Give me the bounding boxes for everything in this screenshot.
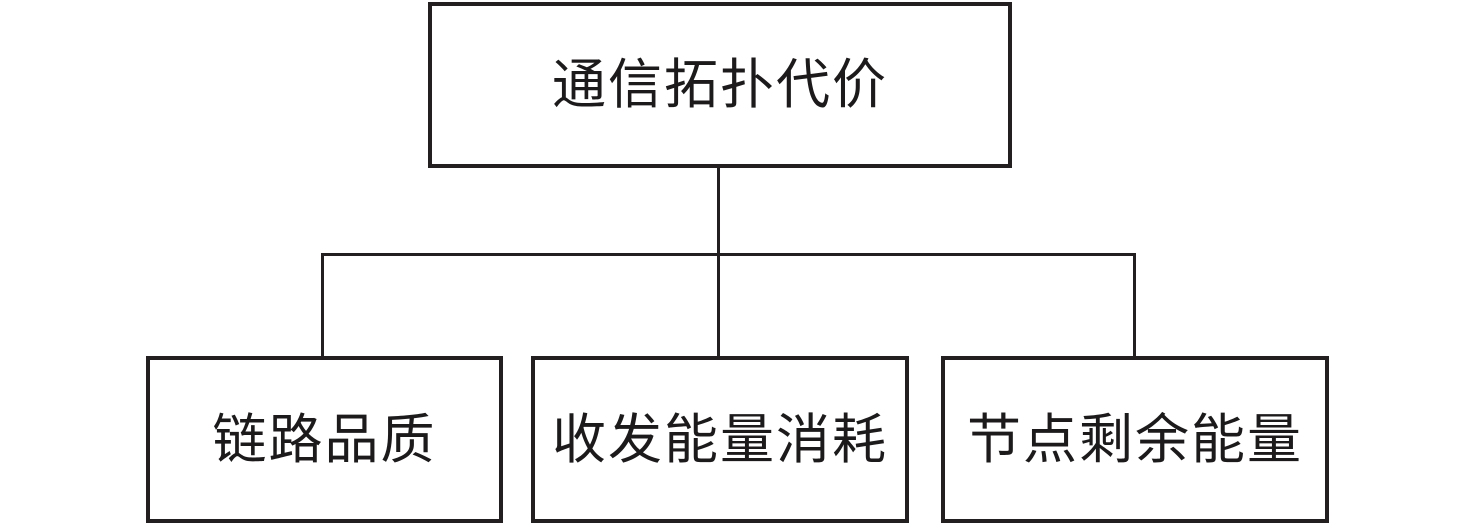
connector-root-to-bar bbox=[717, 166, 720, 358]
connector-bar-to-child1 bbox=[321, 253, 324, 358]
child-node-label: 节点剩余能量 bbox=[967, 407, 1303, 471]
connector-horizontal-bar bbox=[321, 253, 1136, 256]
root-node-communication-topology-cost: 通信拓扑代价 bbox=[428, 2, 1012, 168]
connector-bar-to-child3 bbox=[1133, 253, 1136, 358]
child-node-link-quality: 链路品质 bbox=[146, 356, 503, 523]
child-node-label: 链路品质 bbox=[212, 407, 437, 471]
child-node-label: 收发能量消耗 bbox=[552, 407, 888, 471]
child-node-node-residual-energy: 节点剩余能量 bbox=[941, 356, 1329, 523]
child-node-transceive-energy-consumption: 收发能量消耗 bbox=[531, 356, 909, 523]
root-node-label: 通信拓扑代价 bbox=[552, 53, 888, 116]
